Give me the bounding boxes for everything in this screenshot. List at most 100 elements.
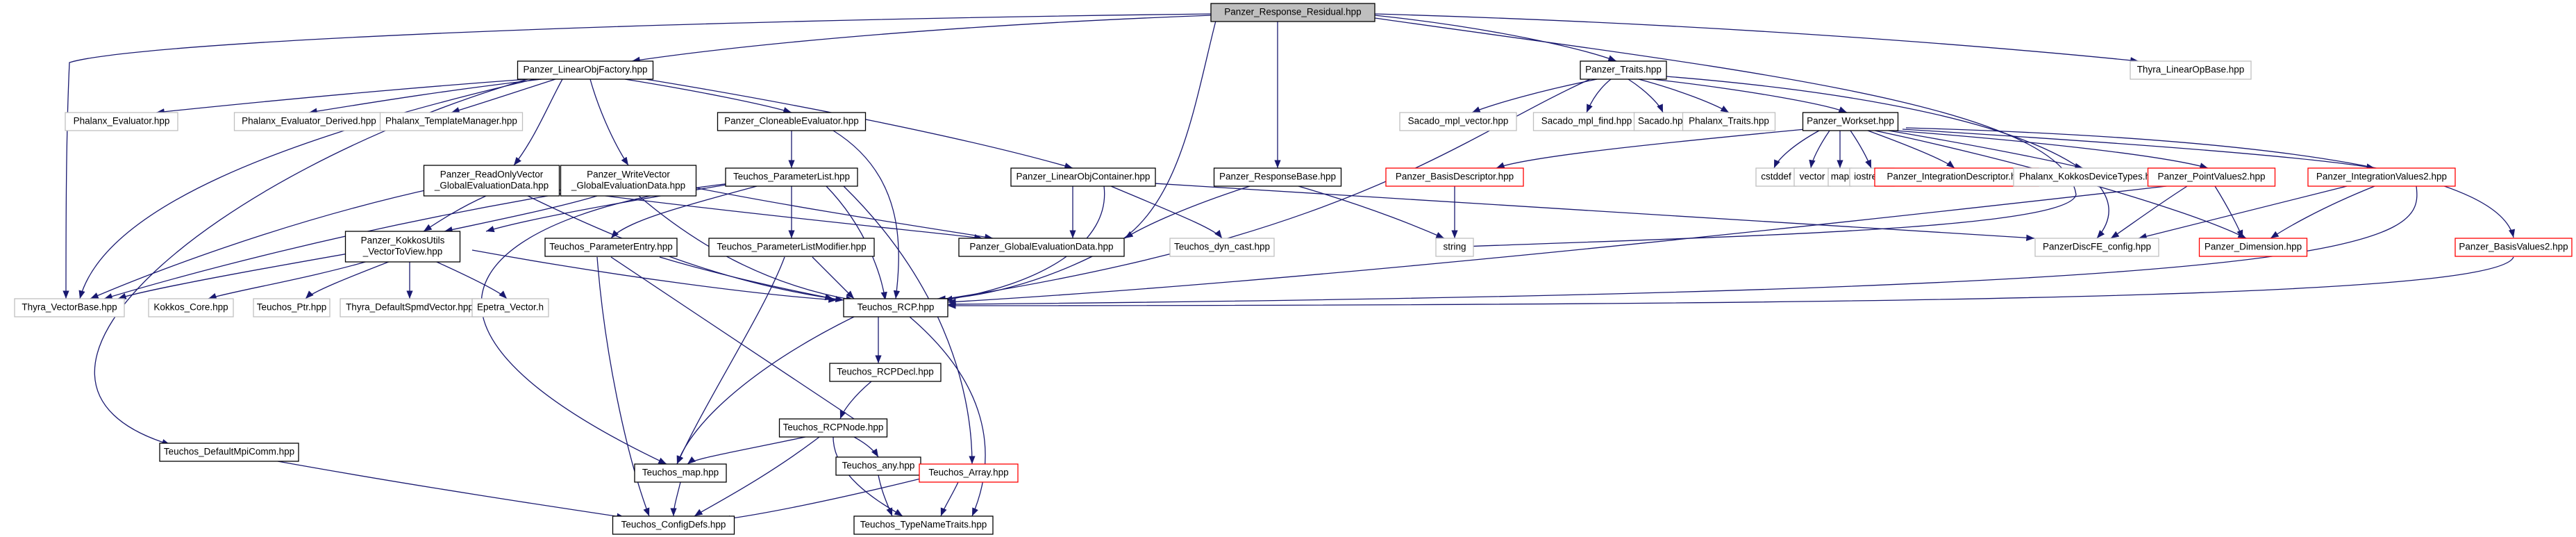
file-node[interactable]: Panzer_IntegrationDescriptor.hpp [1874,167,2039,187]
file-node-box [1399,112,1517,131]
file-node-box [919,463,1019,483]
file-node-box [958,238,1125,257]
file-node[interactable]: Thyra_DefaultSpmdVector.hpp [340,298,480,317]
file-node[interactable]: Panzer_IntegrationValues2.hpp [2307,167,2456,187]
file-node-box [544,238,678,257]
edge-tpl-to-kku [485,181,744,233]
file-node-box [148,298,234,317]
file-node[interactable]: Panzer_GlobalEvaluationData.hpp [958,238,1125,257]
file-node[interactable]: Teuchos_DefaultMpiComm.hpp [159,443,299,462]
file-node[interactable]: Phalanx_Traits.hpp [1682,112,1776,131]
file-node[interactable]: Panzer_BasisValues2.hpp [2454,238,2573,257]
file-node[interactable]: Phalanx_TemplateManager.hpp [379,112,524,131]
edge-tarray-to-cfg [721,477,924,522]
edge-root-to-traits [1374,15,1617,62]
file-node[interactable]: Panzer_LinearObjContainer.hpp [1010,167,1156,187]
file-node[interactable]: Teuchos_Array.hpp [919,463,1019,483]
edge-respbase-to-ged [1124,185,1251,239]
file-node[interactable]: Sacado_mpl_vector.hpp [1399,112,1517,131]
file-node[interactable]: Teuchos_RCPDecl.hpp [829,363,942,382]
file-node[interactable]: Teuchos_dyn_cast.hpp [1169,238,1275,257]
file-node-label: vector [1800,172,1825,182]
edge-traits-to-sacado [1628,79,1664,113]
file-node[interactable]: Teuchos_ParameterEntry.hpp [544,238,678,257]
file-node[interactable]: Panzer_ReadOnlyVector_GlobalEvaluationDa… [423,165,560,197]
edge-lof-to-thyra-vb [78,79,535,299]
file-node[interactable]: Panzer_LinearObjFactory.hpp [517,60,654,80]
file-node-label: Epetra_Vector.h [477,302,544,313]
edge-traits-to-phx-traits [1638,79,1730,113]
file-node[interactable]: Sacado_mpl_find.hpp [1532,112,1641,131]
file-node[interactable]: Panzer_PointValues2.hpp [2147,167,2276,187]
file-node-box [517,60,654,80]
file-node[interactable]: Panzer_Response_Residual.hpp [1210,3,1375,22]
file-node-box [725,167,858,187]
file-node[interactable]: map [1828,167,1852,187]
file-node[interactable]: Panzer_BasisDescriptor.hpp [1385,167,1524,187]
file-node-box [344,231,461,263]
edge-tpe-to-cfg [596,256,650,517]
file-node-label: Panzer_IntegrationValues2.hpp [2316,172,2447,182]
file-node[interactable]: Teuchos_ParameterList.hpp [725,167,858,187]
file-node[interactable]: Teuchos_map.hpp [634,463,727,483]
edge-tpl-to-tarray [843,185,976,465]
edge-respbase-to-string [1298,185,1445,239]
edge-lof-to-wovec [589,79,629,166]
file-node[interactable]: Teuchos_RCP.hpp [843,298,948,317]
file-node-box [1682,112,1776,131]
file-node[interactable]: Thyra_LinearOpBase.hpp [2130,60,2252,80]
file-node-label: Teuchos_ParameterList.hpp [733,172,850,182]
file-node[interactable]: Panzer_KokkosUtils_VectorToView.hpp [344,231,461,263]
file-node[interactable]: Phalanx_Evaluator.hpp [65,112,178,131]
file-node-label: Thyra_DefaultSpmdVector.hpp [346,302,474,313]
file-node[interactable]: Panzer_WriteVector_GlobalEvaluationData.… [560,165,697,197]
file-node[interactable]: PanzerDiscFE_config.hpp [2034,238,2159,257]
edge-workset-to-intdesc [1867,130,1955,169]
file-node[interactable]: cstddef [1755,167,1797,187]
file-node-label: Phalanx_Evaluator.hpp [74,116,170,126]
file-node[interactable]: Phalanx_Evaluator_Derived.hpp [233,112,385,131]
file-node-box [1532,112,1641,131]
file-node-box [2307,167,2456,187]
file-node-label: Panzer_GlobalEvaluationData.hpp [969,242,1113,252]
edge-workset-to-iv2 [1902,129,2375,170]
file-node-box [1755,167,1797,187]
file-node[interactable]: Thyra_VectorBase.hpp [14,298,125,317]
file-node[interactable]: Teuchos_any.hpp [835,456,921,476]
file-node-label: Sacado_mpl_find.hpp [1541,116,1632,126]
file-node-box [708,238,875,257]
file-node[interactable]: Panzer_CloneableEvaluator.hpp [717,112,867,131]
file-node[interactable]: Teuchos_ParameterListModifier.hpp [708,238,875,257]
edge-tany-to-tnt [878,474,893,517]
file-node-label: Thyra_VectorBase.hpp [22,302,117,313]
file-node[interactable]: Teuchos_TypeNameTraits.hpp [853,515,994,535]
file-node[interactable]: Epetra_Vector.h [471,298,549,317]
file-node-label: Teuchos_map.hpp [642,468,719,478]
file-node[interactable]: Teuchos_ConfigDefs.hpp [612,515,735,535]
file-node-box [853,515,994,535]
edge-tarray-to-tnt [940,481,959,517]
edge-root-to-lof [631,15,1212,63]
file-node-box [159,443,299,462]
file-node-label: Sacado.hpp [1638,116,1688,126]
file-node-label: Teuchos_RCPNode.hpp [783,422,884,433]
file-node[interactable]: vector [1793,167,1831,187]
file-node[interactable]: Panzer_Workset.hpp [1802,112,1899,131]
file-node[interactable]: Panzer_ResponseBase.hpp [1213,167,1342,187]
file-node[interactable]: Teuchos_RCPNode.hpp [778,418,888,438]
file-node[interactable]: Sacado.hpp [1633,112,1693,131]
file-node[interactable]: Teuchos_Ptr.hpp [253,298,331,317]
file-node-label: Teuchos_RCP.hpp [858,302,935,313]
edge-lof-to-clone [624,79,792,114]
file-node[interactable]: Kokkos_Core.hpp [148,298,234,317]
edge-lof-to-phx-evald [308,79,542,115]
file-node[interactable]: string [1435,238,1474,257]
file-node[interactable]: Panzer_Traits.hpp [1580,60,1667,80]
edge-pv2-to-discfe [2110,185,2188,239]
file-node[interactable]: Phalanx_KokkosDeviceTypes.hpp [2013,167,2167,187]
file-node-box [2454,238,2573,257]
file-node-label: Phalanx_TemplateManager.hpp [385,116,517,126]
file-node-box [1169,238,1275,257]
edge-loc-to-dyncast [1110,185,1223,239]
file-node[interactable]: Panzer_Dimension.hpp [2198,238,2308,257]
